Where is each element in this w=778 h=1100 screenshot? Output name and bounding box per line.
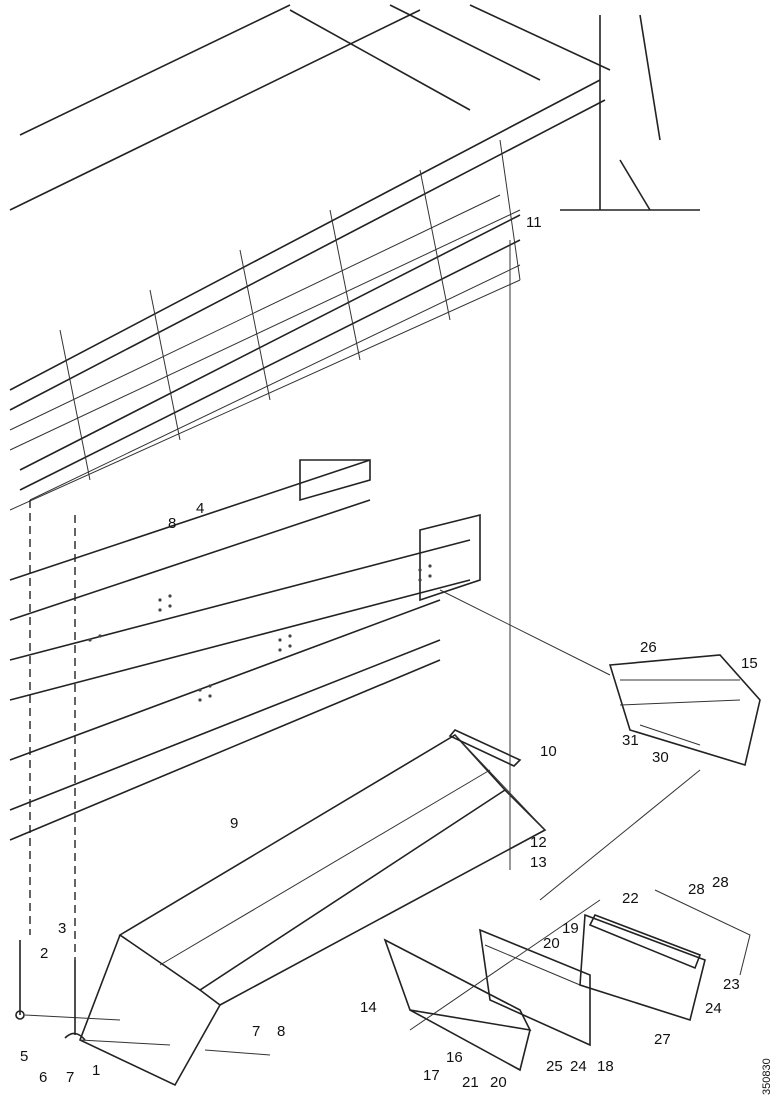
callout-14: 14 bbox=[360, 999, 377, 1016]
cover-housing-9 bbox=[78, 733, 547, 1087]
callout-7b: 7 bbox=[252, 1023, 260, 1040]
plate-27 bbox=[579, 889, 751, 1022]
callout-21: 21 bbox=[462, 1074, 479, 1091]
callout-16: 16 bbox=[446, 1049, 463, 1066]
lower-side-rails bbox=[9, 459, 481, 841]
callout-8b: 8 bbox=[277, 1023, 285, 1040]
callout-24a: 24 bbox=[570, 1058, 587, 1075]
callout-25: 25 bbox=[546, 1058, 563, 1075]
callout-5: 5 bbox=[20, 1048, 28, 1065]
callout-3: 3 bbox=[58, 920, 66, 937]
callout-15: 15 bbox=[741, 655, 758, 672]
alignment-lines bbox=[24, 240, 701, 1056]
document-code: 350830 bbox=[761, 1058, 773, 1095]
bracket-26 bbox=[608, 654, 761, 767]
upper-frame bbox=[9, 4, 700, 491]
strip-10 bbox=[448, 729, 522, 767]
callout-30: 30 bbox=[652, 749, 669, 766]
callout-20b: 20 bbox=[490, 1074, 507, 1091]
callout-11: 11 bbox=[526, 214, 542, 231]
fasteners-left bbox=[15, 940, 86, 1041]
callout-13: 13 bbox=[530, 854, 547, 871]
panel-assembly-14 bbox=[383, 938, 532, 1072]
callout-10: 10 bbox=[540, 743, 557, 760]
callout-31: 31 bbox=[622, 732, 639, 749]
callout-28a: 28 bbox=[688, 881, 705, 898]
callout-22: 22 bbox=[622, 890, 639, 907]
callout-18: 18 bbox=[597, 1058, 614, 1075]
callout-9: 9 bbox=[230, 815, 238, 832]
callout-8a: 8 bbox=[168, 515, 176, 532]
rail-hole-pattern bbox=[88, 564, 432, 702]
callout-7a: 7 bbox=[66, 1069, 74, 1086]
callout-6: 6 bbox=[39, 1069, 47, 1086]
callout-labels: 1 2 3 4 5 6 7 7 8 8 9 10 11 12 13 14 15 … bbox=[20, 214, 758, 1091]
callout-20a: 20 bbox=[543, 935, 560, 952]
callout-23: 23 bbox=[723, 976, 740, 993]
cross-member-grid bbox=[9, 139, 521, 511]
callout-26: 26 bbox=[640, 639, 657, 656]
callout-4: 4 bbox=[196, 500, 204, 517]
callout-27: 27 bbox=[654, 1031, 671, 1048]
callout-2: 2 bbox=[40, 945, 48, 962]
callout-28b: 28 bbox=[712, 874, 729, 891]
callout-17: 17 bbox=[423, 1067, 440, 1084]
callout-24b: 24 bbox=[705, 1000, 722, 1017]
callout-12: 12 bbox=[530, 834, 547, 851]
panel-assembly-19 bbox=[479, 928, 591, 1047]
callout-1: 1 bbox=[92, 1062, 100, 1079]
callout-19: 19 bbox=[562, 920, 579, 937]
